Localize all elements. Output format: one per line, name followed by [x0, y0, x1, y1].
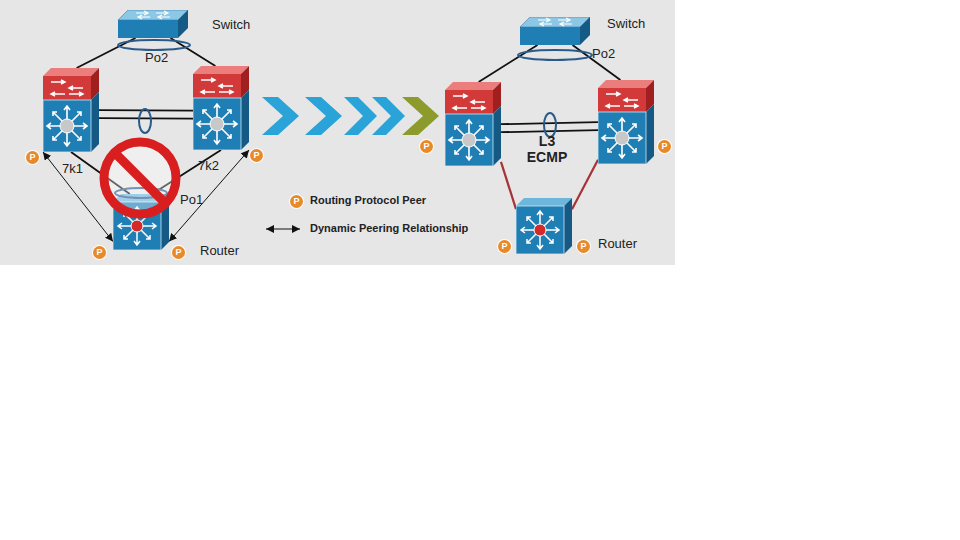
legend-peer-badge: P	[290, 195, 303, 208]
port-channel-label: Po2	[145, 50, 168, 65]
router-node: PPRouter	[113, 194, 169, 250]
nexus-node: P	[598, 80, 654, 164]
switch-node: Switch	[520, 17, 590, 45]
switch-node: Switch	[118, 10, 188, 38]
port-channel-label: Po1	[180, 192, 203, 207]
legend-text: Routing Protocol Peer	[310, 194, 426, 207]
l3-link	[572, 160, 598, 209]
peer-link	[99, 110, 193, 119]
nexus-icon	[598, 80, 654, 164]
peer-badge: P	[172, 246, 185, 259]
peer-badge: P	[658, 140, 671, 153]
link-line	[573, 45, 621, 80]
peering-arrow	[169, 150, 249, 242]
switch-icon	[118, 10, 188, 38]
peer-badge: P	[26, 151, 39, 164]
peer-badge: P	[577, 240, 590, 253]
nexus-node: 7k2P	[193, 66, 249, 150]
device-label: 7k1	[62, 161, 83, 176]
router-node: PPRouter	[516, 198, 572, 254]
nexus-node: P	[445, 82, 501, 166]
device-label: Router	[598, 236, 637, 251]
legend-text: Dynamic Peering Relationship	[310, 222, 468, 235]
prohibition-sign	[104, 142, 176, 214]
peer-badge: P	[498, 240, 511, 253]
nexus-icon	[193, 66, 249, 150]
peer-badge: P	[250, 149, 263, 162]
legend-arrow-sample	[266, 229, 300, 230]
peer-link	[501, 122, 598, 132]
router-icon	[516, 198, 572, 254]
nexus-icon	[43, 68, 99, 152]
peer-badge: P	[93, 246, 106, 259]
nexus-icon	[445, 82, 501, 166]
nexus-node: P7k1	[43, 68, 99, 152]
device-label: Router	[200, 243, 239, 258]
ecmp-label: L3 ECMP	[524, 133, 570, 165]
l3-link	[501, 162, 516, 209]
port-channel-label: Po2	[592, 46, 615, 61]
port-channel-ring	[115, 40, 592, 198]
device-label: Switch	[212, 17, 250, 32]
link-line	[171, 38, 216, 66]
peer-badge: P	[420, 140, 433, 153]
device-label: 7k2	[198, 158, 219, 173]
switch-icon	[520, 17, 590, 45]
device-label: Switch	[607, 16, 645, 31]
transition-chevrons	[262, 97, 439, 135]
